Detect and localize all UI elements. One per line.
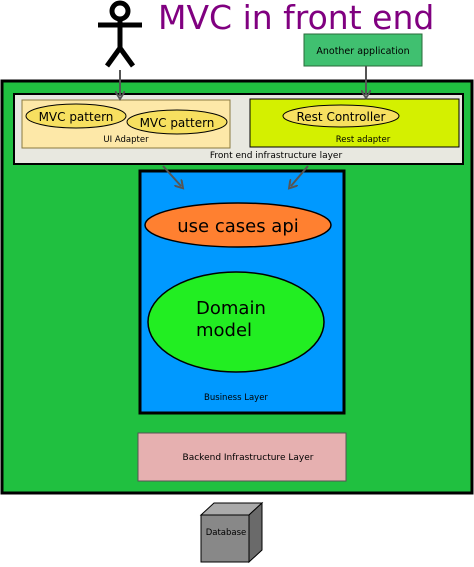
domain-model-label-line2: model (196, 320, 252, 341)
business-layer: use cases api Domain model Business Laye… (138, 169, 346, 415)
ui-adapter: MVC pattern MVC pattern UI Adapter (21, 99, 231, 149)
another-application-box: Another application (303, 33, 423, 67)
frontend-layer-label: Front end infrastructure layer (210, 151, 343, 161)
use-cases-ellipse (144, 202, 332, 248)
domain-model-label-line1: Domain (196, 298, 266, 319)
mvc-pattern-label-2: MVC pattern (140, 116, 215, 130)
backend-layer-label: Backend Infrastructure Layer (183, 453, 314, 463)
stick-figure-icon (98, 0, 142, 68)
another-application-label: Another application (316, 46, 409, 57)
diagram-title: MVC in front end (158, 0, 434, 37)
database-label: Database (206, 528, 247, 538)
backend-infrastructure-layer: Backend Infrastructure Layer (137, 432, 347, 482)
use-cases-label: use cases api (177, 216, 299, 237)
arrow-ui-to-business (162, 165, 181, 186)
business-layer-label: Business Layer (204, 393, 268, 403)
mvc-pattern-label-1: MVC pattern (39, 110, 114, 124)
rest-adapter-label: Rest adapter (336, 135, 391, 145)
arrows (120, 66, 366, 186)
arrow-rest-to-business (291, 165, 309, 186)
rest-controller-ellipse (282, 104, 400, 128)
domain-model-ellipse (147, 271, 325, 373)
database-cube-icon: Database (199, 501, 264, 564)
rest-adapter: Rest Controller Rest adapter (249, 98, 460, 148)
rest-controller-label: Rest Controller (297, 110, 386, 124)
ui-adapter-label: UI Adapter (103, 135, 149, 145)
mvc-pattern-ellipse-2 (126, 109, 228, 135)
mvc-pattern-ellipse-1 (25, 103, 127, 129)
